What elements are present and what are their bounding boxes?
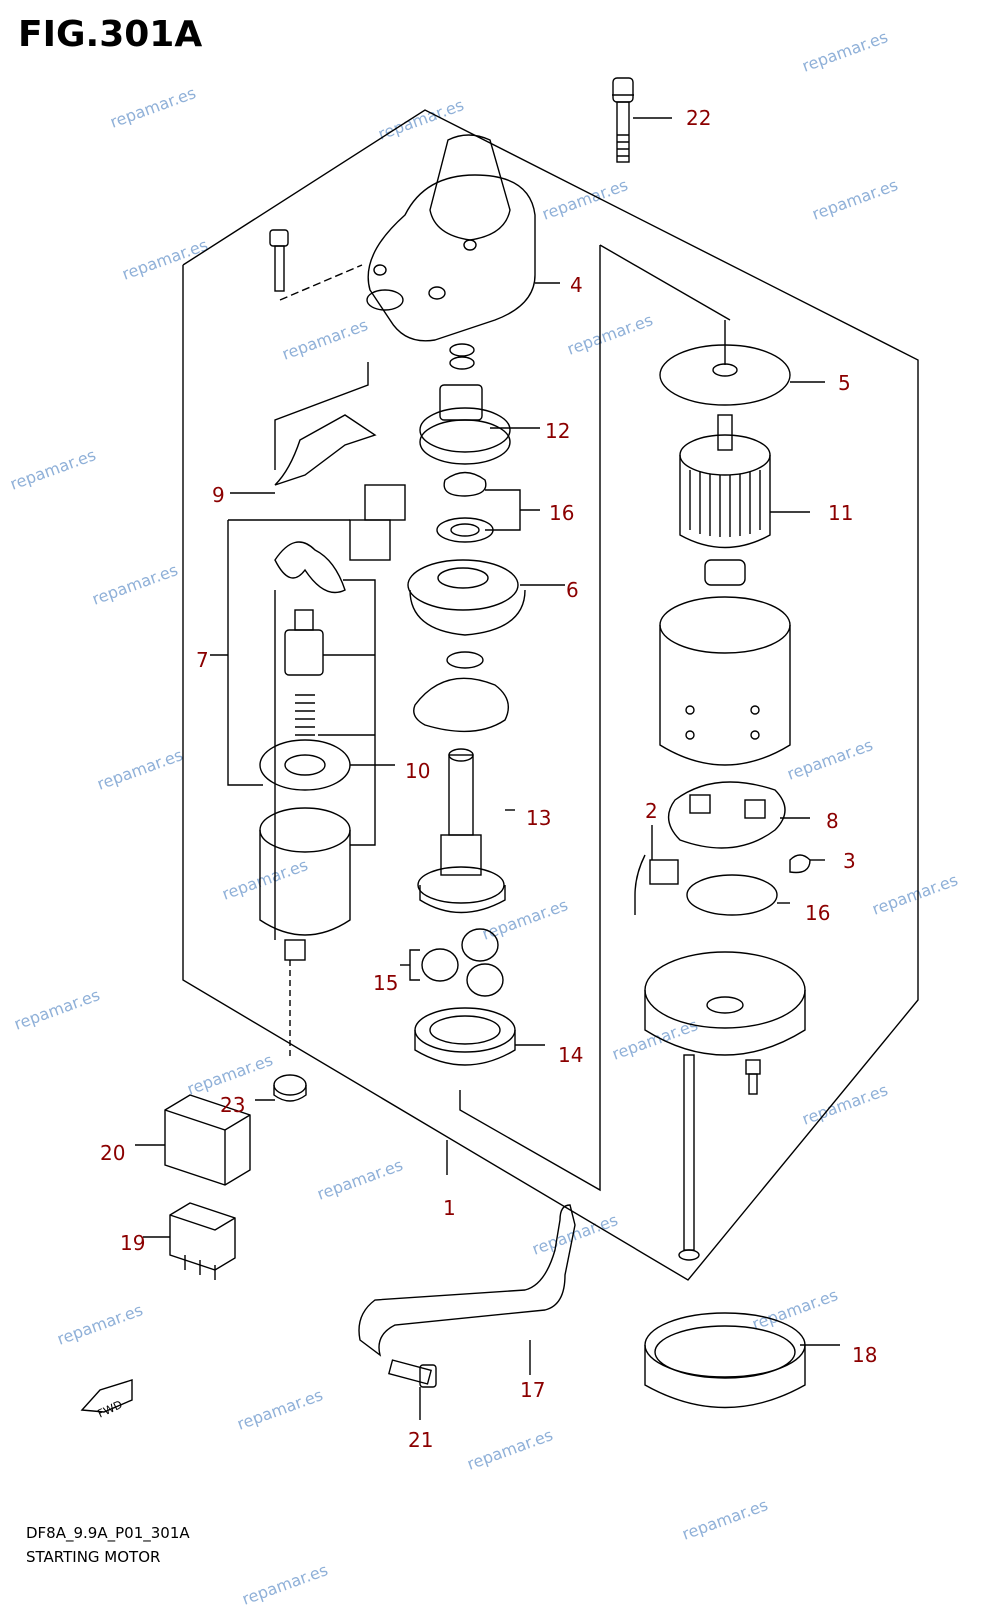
figure-title: FIG.301A [18, 14, 203, 55]
planetary-shaft-13 [417, 748, 506, 914]
solenoid-body [259, 807, 351, 961]
callout-12: 12 [545, 419, 570, 443]
callout-16-upper: 16 [549, 501, 574, 525]
screw-left-top [269, 229, 289, 292]
nut-23 [273, 1074, 307, 1102]
model-code: DF8A_9.9A_P01_301A [26, 1524, 190, 1542]
callout-1: 1 [443, 1196, 456, 1220]
plate-with-holes [259, 739, 351, 791]
callout-14: 14 [558, 1043, 583, 1067]
small-ring [449, 343, 475, 357]
cover-plate-5 [659, 320, 791, 406]
plunger-top [294, 609, 314, 631]
callout-2: 2 [645, 799, 658, 823]
through-bolt [683, 1054, 695, 1251]
section-name: STARTING MOTOR [26, 1548, 161, 1566]
planet-gears-15 [421, 928, 504, 997]
armature-11 [679, 414, 771, 586]
assembly-outline-frame [182, 109, 919, 1281]
callout-8: 8 [826, 809, 839, 833]
callout-9: 9 [212, 483, 225, 507]
end-cap [644, 951, 806, 1056]
inner-frame-line [459, 245, 601, 1192]
relay-19 [169, 1202, 236, 1280]
callout-15: 15 [373, 971, 398, 995]
spring-wire [274, 541, 346, 594]
fwd-label: FWD [96, 1398, 125, 1421]
fwd-arrow-icon [80, 1379, 133, 1413]
callout-22: 22 [686, 106, 711, 130]
callout-3: 3 [843, 849, 856, 873]
bolt-22 [612, 77, 634, 163]
callout-11: 11 [828, 501, 853, 525]
relay-20 [164, 1094, 251, 1186]
callout-19: 19 [120, 1231, 145, 1255]
spring-10 [295, 694, 315, 736]
gasket [413, 677, 509, 733]
small-part-3 [789, 854, 811, 874]
end-frame-6 [407, 559, 526, 636]
band-18 [644, 1312, 806, 1409]
callout-labels: 1 2 3 4 5 6 7 8 9 10 11 12 13 14 15 16 1… [100, 106, 877, 1452]
bolt-21 [388, 1359, 437, 1388]
callout-10: 10 [405, 759, 430, 783]
callout-21: 21 [408, 1428, 433, 1452]
callout-23: 23 [220, 1093, 245, 1117]
plate-16 [686, 874, 778, 916]
callout-7: 7 [196, 648, 209, 672]
callout-17: 17 [520, 1378, 545, 1402]
callout-18: 18 [852, 1343, 877, 1367]
callout-20: 20 [100, 1141, 125, 1165]
circlip [443, 471, 487, 497]
callout-4: 4 [570, 273, 583, 297]
brush-holder-part [364, 484, 406, 521]
bracket-17 [358, 1204, 576, 1357]
callout-16-lower: 16 [805, 901, 830, 925]
washer [436, 517, 494, 543]
callout-6: 6 [566, 578, 579, 602]
callout-5: 5 [838, 371, 851, 395]
brush-plate-8 [634, 781, 786, 915]
clip-9 [274, 414, 377, 486]
callout-13: 13 [526, 806, 551, 830]
small-screw [745, 1059, 761, 1095]
yoke-housing [659, 596, 791, 766]
leader-lines [135, 117, 840, 1420]
internal-gear-14 [414, 1007, 516, 1066]
solenoid-housing-4 [366, 134, 536, 342]
drive-pinion-12 [419, 384, 511, 465]
